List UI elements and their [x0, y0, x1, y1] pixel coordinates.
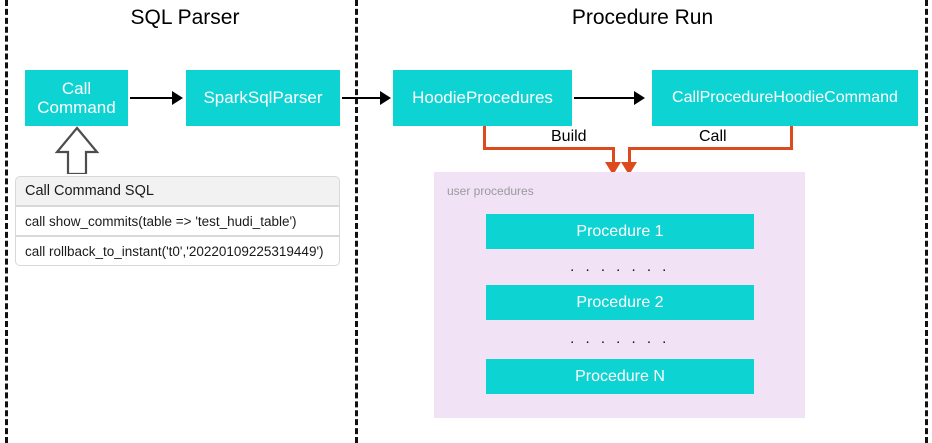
procedure-box-2[interactable]: Procedure 2 [486, 285, 754, 320]
node-call-command-label-line1: Call [61, 78, 92, 98]
call-edge-vertical-from-node [790, 126, 793, 150]
sql-table-header: Call Command SQL [15, 176, 340, 206]
node-spark-sql-parser-label: SparkSqlParser [203, 88, 323, 108]
node-hoodie-procedures[interactable]: HoodieProcedures [393, 70, 572, 126]
procedure-box-n-label: Procedure N [575, 367, 665, 385]
section-title-sql-parser: SQL Parser [130, 6, 240, 29]
sql-table-row-0[interactable]: call show_commits(table => 'test_hudi_ta… [15, 206, 340, 236]
edge-label-build: Build [546, 128, 592, 146]
user-procedures-panel-label: user procedures [447, 184, 534, 198]
call-edge-vertical-to-panel [628, 147, 631, 164]
procedures-ellipsis-1: . . . . . . . [570, 258, 670, 275]
node-spark-sql-parser[interactable]: SparkSqlParser [186, 70, 340, 126]
sql-table: Call Command SQL call show_commits(table… [15, 176, 340, 266]
divider-middle [355, 0, 358, 443]
build-edge-horizontal [483, 147, 615, 150]
block-arrow-sql-to-callcommand [52, 126, 102, 176]
build-edge-vertical-to-panel [612, 147, 615, 164]
call-edge-horizontal [628, 147, 793, 150]
build-edge-arrowhead [605, 162, 621, 175]
section-title-procedure-run: Procedure Run [571, 6, 714, 29]
divider-right [925, 0, 928, 443]
procedure-box-1[interactable]: Procedure 1 [486, 214, 754, 249]
arrow-sparksqlparser-to-hoodieprocedures-line [342, 97, 382, 99]
node-hoodie-procedures-label: HoodieProcedures [412, 88, 553, 108]
arrow-callcommand-to-sparksqlparser-line [130, 97, 174, 99]
procedure-box-1-label: Procedure 1 [576, 222, 664, 240]
edge-label-call: Call [694, 128, 732, 146]
node-call-command-label-line2: Command [37, 98, 116, 117]
arrow-hoodieprocedures-to-callprocedure-line [574, 97, 636, 99]
arrow-sparksqlparser-to-hoodieprocedures-head [380, 91, 391, 105]
procedures-ellipsis-2: . . . . . . . [570, 330, 670, 347]
call-edge-arrowhead [621, 162, 637, 175]
node-call-procedure-hoodie-command-label: CallProcedureHoodieCommand [672, 89, 898, 107]
arrow-callcommand-to-sparksqlparser-head [172, 91, 183, 105]
procedure-box-n[interactable]: Procedure N [486, 359, 754, 394]
node-call-command[interactable]: Call Command [25, 70, 128, 126]
arrow-hoodieprocedures-to-callprocedure-head [634, 91, 645, 105]
sql-table-row-1[interactable]: call rollback_to_instant('t0','202201092… [15, 236, 340, 266]
build-edge-vertical-from-node [483, 126, 486, 150]
divider-left [5, 0, 8, 443]
procedure-box-2-label: Procedure 2 [576, 293, 664, 311]
node-call-procedure-hoodie-command[interactable]: CallProcedureHoodieCommand [652, 70, 918, 126]
